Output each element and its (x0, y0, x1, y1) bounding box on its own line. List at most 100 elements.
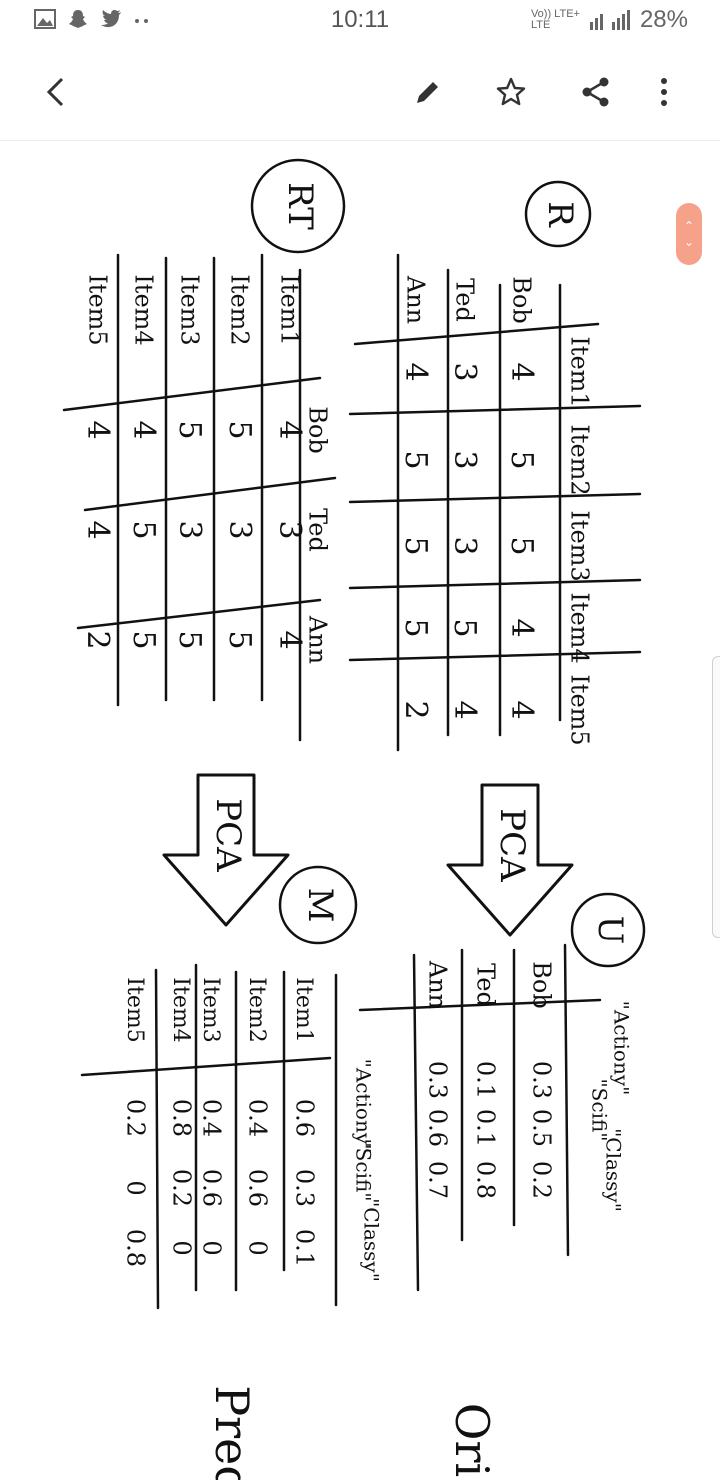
matrix-m-cell: 0 (122, 1180, 150, 1195)
more-dots-icon (135, 19, 148, 23)
more-options-button[interactable] (642, 70, 686, 114)
matrix-r-item-header: Item1 (566, 336, 594, 407)
matrix-rt-cell: 5 (172, 420, 207, 439)
matrix-r-cell: 4 (504, 700, 539, 719)
scroll-handle[interactable]: ⌃ ⌄ (676, 203, 702, 265)
matrix-u-cell: 0.6 (424, 1109, 452, 1147)
matrix-rt-cell: 4 (80, 420, 115, 439)
pca-arrow-u-label: PCA (492, 808, 532, 882)
status-left-icons (34, 9, 150, 29)
matrix-m-label-circle (278, 865, 358, 945)
matrix-rt-cell: 4 (272, 420, 307, 439)
share-button[interactable] (574, 70, 618, 114)
matrix-rt-hline (76, 598, 322, 630)
vertical-dots-icon (661, 78, 667, 106)
matrix-m-item-header: Item2 (244, 977, 269, 1042)
matrix-m-item-header: Item4 (168, 977, 193, 1042)
matrix-r-cell: 4 (398, 362, 433, 381)
matrix-u-cell: 0.5 (528, 1109, 556, 1147)
matrix-r-hline (348, 650, 642, 662)
matrix-m-cell: 0.8 (122, 1229, 150, 1267)
matrix-m-cell: 0.3 (291, 1169, 319, 1207)
matrix-u-cell: 0.1 (472, 1061, 500, 1099)
matrix-r-cell: 5 (504, 536, 539, 555)
matrix-u-feature-label: "Classy" (602, 1128, 626, 1212)
matrix-r-item-header: Item4 (566, 592, 594, 663)
matrix-m-feature-label: "Actiony" (352, 1059, 376, 1154)
matrix-r-cell: 5 (504, 450, 539, 469)
matrix-m-feature-label: "Classy" (360, 1198, 384, 1282)
signal-icon (589, 10, 630, 30)
matrix-m-cell: 0.6 (198, 1169, 226, 1207)
matrix-r-item-header: Item2 (566, 424, 594, 495)
matrix-rt-cell: 4 (126, 420, 161, 439)
matrix-u-user-header: Ann (424, 960, 452, 1009)
matrix-rt-hline (62, 376, 322, 412)
matrix-rt-cell: 5 (126, 520, 161, 539)
matrix-r-cell: 3 (447, 536, 482, 555)
network-label-bottom: LTE (530, 19, 551, 31)
matrix-r-cell: 5 (398, 450, 433, 469)
matrix-rt-cell: 5 (222, 630, 257, 649)
matrix-m-cell: 0 (168, 1240, 196, 1255)
back-button[interactable] (34, 70, 78, 114)
matrix-m-label: M (300, 888, 340, 923)
twitter-icon (101, 10, 121, 28)
favorite-button[interactable] (489, 70, 533, 114)
status-bar: 10:11 Vo)) LTE+ LTE 28% (0, 0, 720, 44)
matrix-rt-cell: 4 (80, 520, 115, 539)
partial-text-ori: Ori (445, 1403, 499, 1477)
matrix-r-user-header: Bob (508, 276, 536, 323)
matrix-rt-cell: 5 (126, 630, 161, 649)
matrix-rt-cell: 5 (172, 630, 207, 649)
matrix-rt-cell: 3 (222, 520, 257, 539)
matrix-r-item-header: Item3 (566, 510, 594, 581)
matrix-r-cell: 5 (398, 618, 433, 637)
matrix-m-vline (154, 968, 160, 1310)
matrix-m-cell: 0.2 (168, 1169, 196, 1207)
matrix-rt-hline (83, 476, 337, 512)
clock: 10:11 (330, 6, 390, 33)
matrix-u-cell: 0.1 (472, 1109, 500, 1147)
matrix-m-cell: 0 (244, 1240, 272, 1255)
matrix-rt-user-header: Ted (304, 508, 332, 552)
app-toolbar (0, 44, 720, 141)
matrix-r-user-header: Ann (402, 275, 430, 324)
matrix-u-hline (358, 998, 602, 1012)
matrix-m-cell: 0 (198, 1240, 226, 1255)
image-icon (34, 9, 56, 29)
matrix-m-cell: 0.1 (291, 1229, 319, 1267)
battery-level: 28% (639, 6, 688, 33)
matrix-r-hline (348, 404, 642, 416)
matrix-rt-cell: 2 (80, 630, 115, 649)
pca-arrow-m (162, 773, 290, 927)
matrix-m-item-header: Item5 (122, 977, 147, 1042)
matrix-r-hline (348, 492, 642, 504)
matrix-r-hline (353, 322, 600, 346)
matrix-u-cell: 0.3 (528, 1061, 556, 1099)
matrix-m-feature-label: "Scifi" (352, 1138, 376, 1201)
matrix-u-label-circle (570, 892, 646, 968)
matrix-r-cell: 5 (447, 618, 482, 637)
matrix-rt-user-header: Ann (304, 615, 332, 664)
matrix-rt-user-header: Bob (304, 406, 332, 453)
matrix-r-cell: 3 (447, 450, 482, 469)
matrix-rt-item-header: Item4 (130, 274, 158, 345)
matrix-u-vline (412, 953, 420, 1292)
status-right: Vo)) LTE+ LTE 28% (531, 6, 688, 34)
chevron-down-icon: ⌄ (683, 235, 695, 249)
share-icon (582, 77, 609, 107)
matrix-m-cell: 0.6 (291, 1099, 319, 1137)
matrix-rt-label: RT (280, 182, 320, 230)
matrix-m-item-header: Item1 (291, 977, 316, 1042)
matrix-m-cell: 0.2 (122, 1099, 150, 1137)
matrix-r-cell: 3 (447, 362, 482, 381)
edge-panel-handle[interactable] (712, 656, 720, 938)
matrix-r-user-header: Ted (451, 278, 479, 322)
edit-button[interactable] (406, 70, 450, 114)
pencil-icon (417, 82, 438, 103)
matrix-u-vline (563, 943, 570, 1257)
matrix-u-feature-label: "Actiony" (610, 1001, 634, 1096)
matrix-rt-cell: 4 (272, 630, 307, 649)
